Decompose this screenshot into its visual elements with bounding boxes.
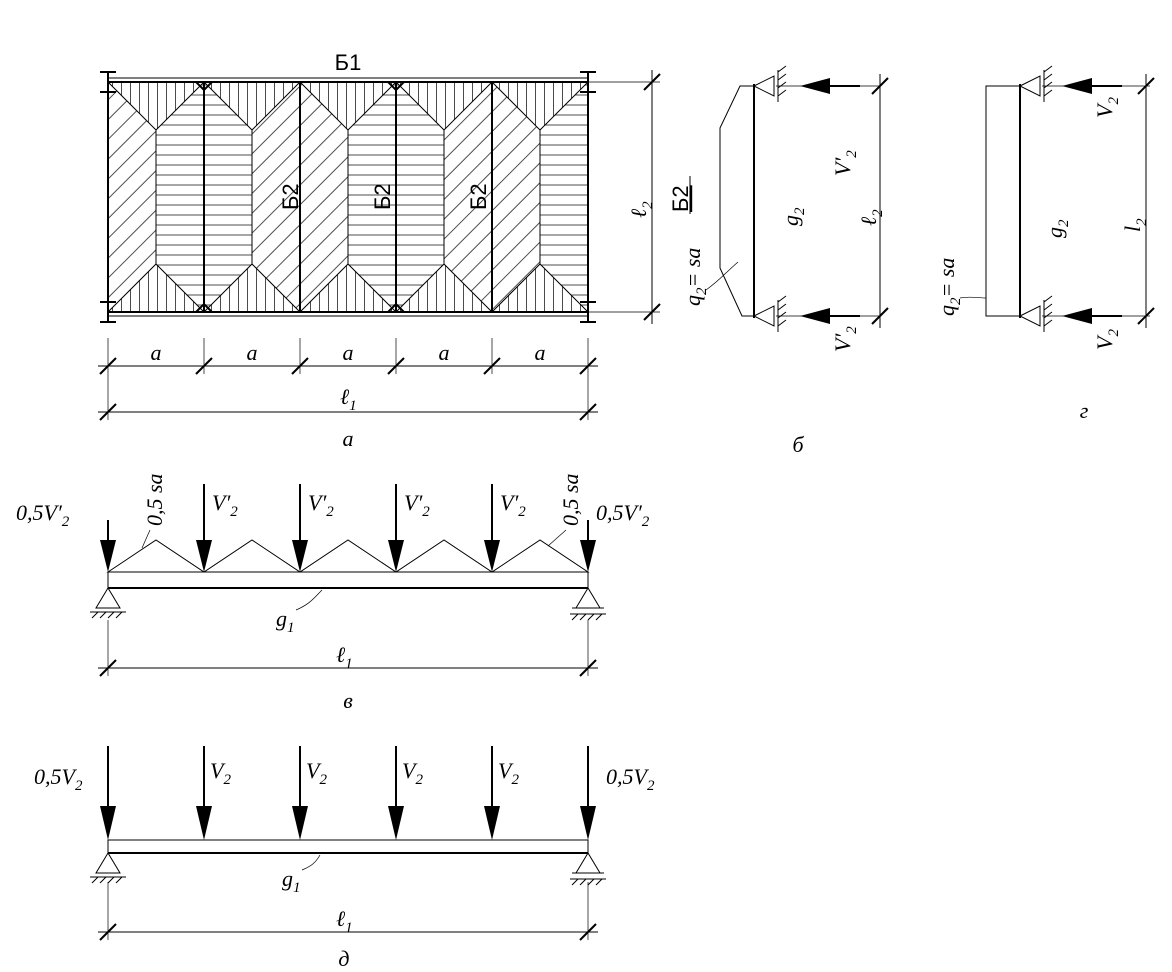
figure-b-caption: б bbox=[792, 432, 804, 457]
dimension-l2: ℓ2 bbox=[856, 74, 889, 328]
dimension-l2: ℓ2 bbox=[588, 70, 661, 324]
figure-v-caption: в bbox=[343, 688, 353, 713]
figure-v-beam-b1: 0,5V′2 0,5V′2 V′2 V′2 V′2 V′2 0,5 sa 0,5… bbox=[16, 473, 650, 713]
svg-text:ℓ1: ℓ1 bbox=[336, 642, 353, 672]
svg-text:0,5V2: 0,5V2 bbox=[34, 764, 83, 794]
figure-a-plan: Б1 Б2 Б2 Б2 ℓ2 a bbox=[98, 50, 661, 451]
svg-text:l2: l2 bbox=[1120, 218, 1150, 232]
svg-text:q2= sa: q2= sa bbox=[680, 248, 710, 306]
svg-text:ℓ1: ℓ1 bbox=[336, 906, 353, 936]
supports bbox=[90, 587, 606, 621]
figure-a-caption: а bbox=[343, 426, 354, 451]
svg-text:V2: V2 bbox=[306, 758, 327, 788]
beam-b2-title: Б2 bbox=[668, 185, 693, 212]
svg-text:V′2: V′2 bbox=[308, 490, 334, 520]
svg-text:ℓ2: ℓ2 bbox=[856, 209, 886, 226]
svg-text:0,5 sa: 0,5 sa bbox=[558, 473, 583, 526]
figure-b-beam-b2: V′2 V′2 ℓ2 Б2 g2 q2= sa б bbox=[668, 65, 889, 457]
figure-g-caption: г bbox=[1080, 398, 1089, 423]
figure-g-beam: V2 V2 l2 g2 q2= sa г bbox=[934, 65, 1155, 423]
beam-b2-label: Б2 bbox=[466, 183, 491, 210]
svg-text:a: a bbox=[151, 340, 162, 365]
svg-text:ℓ2: ℓ2 bbox=[626, 201, 656, 218]
trapezoid-load bbox=[719, 85, 755, 317]
point-loads bbox=[100, 484, 596, 572]
svg-text:a: a bbox=[535, 340, 546, 365]
svg-text:0,5V′2: 0,5V′2 bbox=[596, 500, 650, 530]
svg-text:g1: g1 bbox=[276, 606, 295, 636]
figure-d-caption: д bbox=[338, 946, 349, 971]
svg-text:V2: V2 bbox=[210, 758, 231, 788]
svg-text:V′2: V′2 bbox=[500, 490, 526, 520]
svg-text:a: a bbox=[343, 340, 354, 365]
figure-d-beam-b1: 0,5V2 0,5V2 V2 V2 V2 V2 g1 ℓ1 д bbox=[34, 746, 655, 971]
svg-text:g1: g1 bbox=[282, 866, 301, 896]
uniform-load-g1 bbox=[107, 839, 589, 854]
svg-text:a: a bbox=[247, 340, 258, 365]
dimension-l1: ℓ1 bbox=[98, 882, 598, 941]
svg-text:V′2: V′2 bbox=[830, 150, 860, 176]
reaction-arrows: V2 V2 bbox=[1042, 78, 1150, 350]
svg-text:g2: g2 bbox=[1042, 219, 1072, 238]
uniform-load-g1 bbox=[107, 571, 589, 589]
dimension-spans-a: a a a a a bbox=[98, 338, 598, 420]
svg-text:V2: V2 bbox=[498, 758, 519, 788]
point-loads bbox=[100, 746, 596, 840]
svg-text:V′2: V′2 bbox=[212, 490, 238, 520]
svg-text:ℓ1: ℓ1 bbox=[340, 384, 357, 414]
supports bbox=[90, 852, 606, 886]
supports bbox=[1018, 65, 1053, 332]
svg-text:g2: g2 bbox=[778, 207, 808, 226]
svg-text:0,5V2: 0,5V2 bbox=[606, 764, 655, 794]
triangle-loads bbox=[106, 539, 590, 573]
svg-text:V2: V2 bbox=[1092, 97, 1122, 118]
reaction-arrows: V′2 V′2 bbox=[776, 78, 880, 352]
svg-text:q2= sa: q2= sa bbox=[934, 258, 964, 316]
dimension-l1: ℓ1 bbox=[98, 384, 598, 421]
beam-b2-label: Б2 bbox=[370, 183, 395, 210]
svg-text:V2: V2 bbox=[402, 758, 423, 788]
dimension-l2: l2 bbox=[1120, 74, 1155, 328]
svg-text:V′2: V′2 bbox=[830, 326, 860, 352]
supports bbox=[752, 65, 787, 332]
svg-text:V2: V2 bbox=[1092, 329, 1122, 350]
svg-text:0,5 sa: 0,5 sa bbox=[142, 473, 167, 526]
slab-outline bbox=[107, 81, 589, 313]
beam-b2-label: Б2 bbox=[278, 183, 303, 210]
uniform-load bbox=[985, 85, 1021, 317]
svg-text:a: a bbox=[439, 340, 450, 365]
beam-b1-label: Б1 bbox=[335, 50, 362, 75]
svg-text:0,5V′2: 0,5V′2 bbox=[16, 500, 70, 530]
svg-text:V′2: V′2 bbox=[404, 490, 430, 520]
dimension-l1: ℓ1 bbox=[98, 620, 598, 677]
